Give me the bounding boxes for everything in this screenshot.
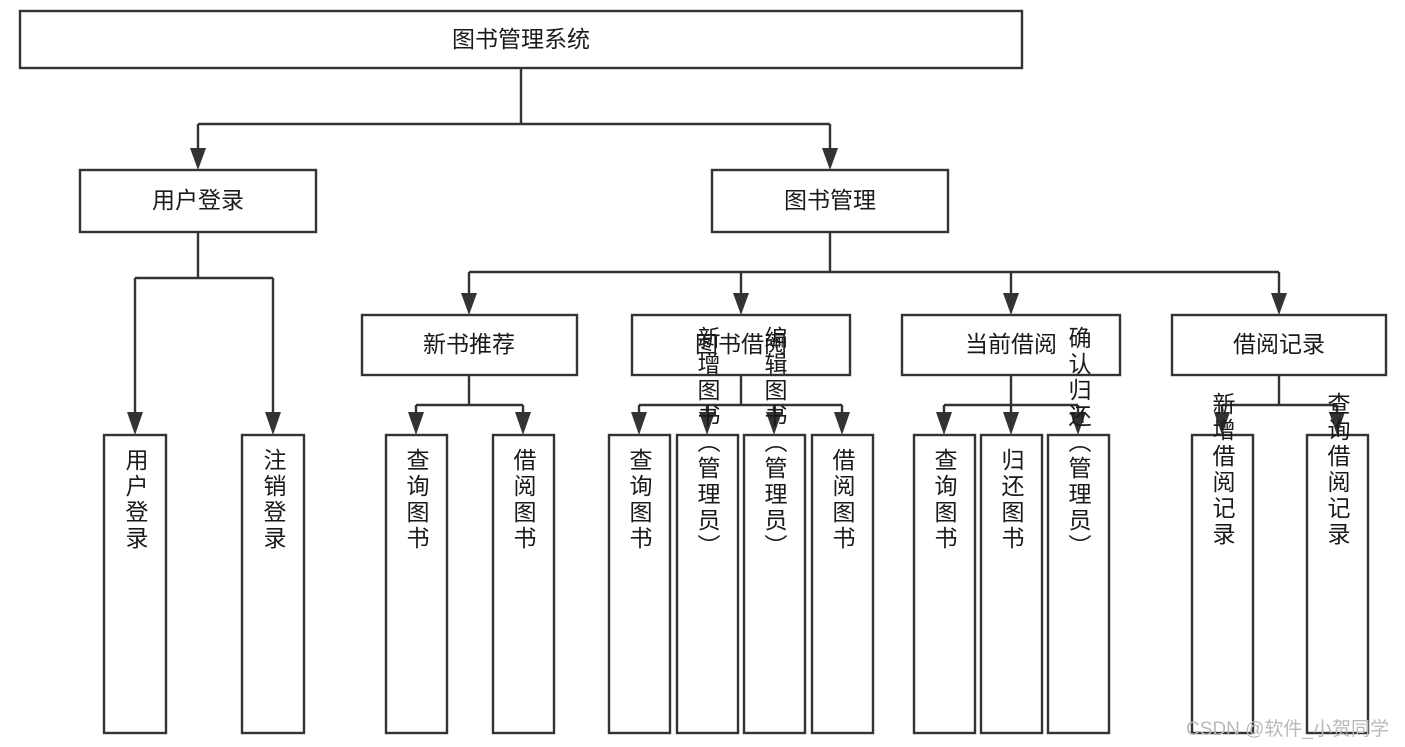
node-leaf-add-borrow-record-label: 新增借阅记录 — [1209, 392, 1236, 548]
arrowhead-book-borrow — [733, 293, 749, 315]
node-leaf-query-borrow-record-label: 查询借阅记录 — [1324, 392, 1351, 548]
node-borrow-record[interactable]: 借阅记录 — [1170, 313, 1388, 377]
node-leaf-edit-book-admin-box[interactable] — [742, 433, 807, 735]
node-leaf-query-book-nbr[interactable]: 查询图书 — [384, 433, 449, 735]
node-user-login-label: 用户登录 — [152, 187, 244, 213]
node-book-borrow[interactable]: 图书借阅 — [630, 313, 852, 377]
node-root-box[interactable] — [18, 9, 1024, 70]
node-leaf-return-book[interactable]: 归还图书 — [979, 433, 1044, 735]
node-leaf-add-book-admin-label: 新增图书（管理员） — [694, 326, 721, 560]
arrowhead-current-borrow — [1003, 293, 1019, 315]
arrowhead-nbr-leaf-2 — [515, 412, 531, 435]
node-root[interactable]: 图书管理系统 — [18, 9, 1024, 70]
node-borrow-record-label: 借阅记录 — [1233, 331, 1325, 357]
arrowhead-cb-leaf-3 — [1070, 412, 1086, 435]
arrowhead-user-login — [190, 148, 206, 170]
node-leaf-confirm-return-admin-label: 确认归还（管理员） — [1065, 326, 1092, 560]
arrowhead-leaf-logout — [265, 412, 281, 435]
node-leaf-query-book-nbr-box[interactable] — [384, 433, 449, 735]
arrowhead-new-book-rec — [461, 293, 477, 315]
node-new-book-recommend-box[interactable] — [360, 313, 579, 377]
node-leaf-query-borrow-record[interactable]: 查询借阅记录 — [1305, 392, 1370, 735]
node-book-management-box[interactable] — [710, 168, 950, 234]
node-new-book-recommend-label: 新书推荐 — [423, 331, 515, 357]
node-leaf-confirm-return-admin-box[interactable] — [1046, 433, 1111, 735]
node-leaf-borrow-book-bb[interactable]: 借阅图书 — [810, 433, 875, 735]
node-leaf-confirm-return-admin[interactable]: 确认归还（管理员） — [1046, 326, 1111, 735]
node-leaf-add-book-admin[interactable]: 新增图书（管理员） — [675, 326, 740, 735]
arrowhead-bb-leaf-2 — [699, 412, 715, 435]
node-leaf-borrow-book-bb-box[interactable] — [810, 433, 875, 735]
node-leaf-borrow-book-bb-label: 借阅图书 — [829, 448, 856, 552]
node-leaf-user-login-label: 用户登录 — [122, 448, 149, 552]
node-leaf-add-borrow-record[interactable]: 新增借阅记录 — [1190, 392, 1255, 735]
node-leaf-logout-box[interactable] — [240, 433, 306, 735]
arrowhead-leaf-user-login — [127, 412, 143, 435]
node-book-borrow-label: 图书借阅 — [695, 331, 787, 357]
node-leaf-return-book-label: 归还图书 — [998, 448, 1025, 552]
arrowhead-bb-leaf-4 — [834, 412, 850, 435]
node-leaf-query-book-cb-label: 查询图书 — [931, 448, 958, 552]
arrowhead-cb-leaf-2 — [1003, 412, 1019, 435]
edge-layer — [127, 68, 1345, 435]
arrowhead-br-leaf-1 — [1214, 412, 1230, 435]
arrowhead-book-mgmt — [822, 148, 838, 170]
arrowhead-bb-leaf-3 — [766, 412, 782, 435]
arrowhead-br-leaf-2 — [1329, 412, 1345, 435]
node-book-management[interactable]: 图书管理 — [710, 168, 950, 234]
node-leaf-borrow-book-nbr-label: 借阅图书 — [510, 448, 537, 552]
arrowhead-borrow-record — [1271, 293, 1287, 315]
node-leaf-query-book-bb-label: 查询图书 — [626, 448, 653, 552]
node-current-borrow[interactable]: 当前借阅 — [900, 313, 1122, 377]
node-leaf-borrow-book-nbr-box[interactable] — [491, 433, 556, 735]
arrowhead-cb-leaf-1 — [936, 412, 952, 435]
node-leaf-return-book-box[interactable] — [979, 433, 1044, 735]
node-leaf-logout-label: 注销登录 — [260, 448, 287, 552]
node-leaf-user-login-box[interactable] — [102, 433, 168, 735]
node-book-management-label: 图书管理 — [784, 187, 876, 213]
node-leaf-add-borrow-record-box[interactable] — [1190, 433, 1255, 735]
node-user-login-box[interactable] — [78, 168, 318, 234]
node-root-label: 图书管理系统 — [452, 26, 590, 52]
node-leaf-query-book-bb-box[interactable] — [607, 433, 672, 735]
arrowhead-nbr-leaf-1 — [408, 412, 424, 435]
node-leaf-query-book-cb-box[interactable] — [912, 433, 977, 735]
node-leaf-user-login[interactable]: 用户登录 — [102, 433, 168, 735]
node-borrow-record-box[interactable] — [1170, 313, 1388, 377]
node-current-borrow-label: 当前借阅 — [965, 331, 1057, 357]
node-current-borrow-box[interactable] — [900, 313, 1122, 377]
node-leaf-query-book-bb[interactable]: 查询图书 — [607, 433, 672, 735]
node-leaf-edit-book-admin-label: 编辑图书（管理员） — [761, 326, 788, 560]
node-leaf-query-book-nbr-label: 查询图书 — [403, 448, 430, 552]
node-leaf-query-book-cb[interactable]: 查询图书 — [912, 433, 977, 735]
arrowhead-bb-leaf-1 — [631, 412, 647, 435]
node-leaf-borrow-book-nbr[interactable]: 借阅图书 — [491, 433, 556, 735]
node-new-book-recommend[interactable]: 新书推荐 — [360, 313, 579, 377]
node-book-borrow-box[interactable] — [630, 313, 852, 377]
node-leaf-add-book-admin-box[interactable] — [675, 433, 740, 735]
node-user-login[interactable]: 用户登录 — [78, 168, 318, 234]
node-leaf-edit-book-admin[interactable]: 编辑图书（管理员） — [742, 326, 807, 735]
node-leaf-logout[interactable]: 注销登录 — [240, 433, 306, 735]
node-leaf-query-borrow-record-box[interactable] — [1305, 433, 1370, 735]
